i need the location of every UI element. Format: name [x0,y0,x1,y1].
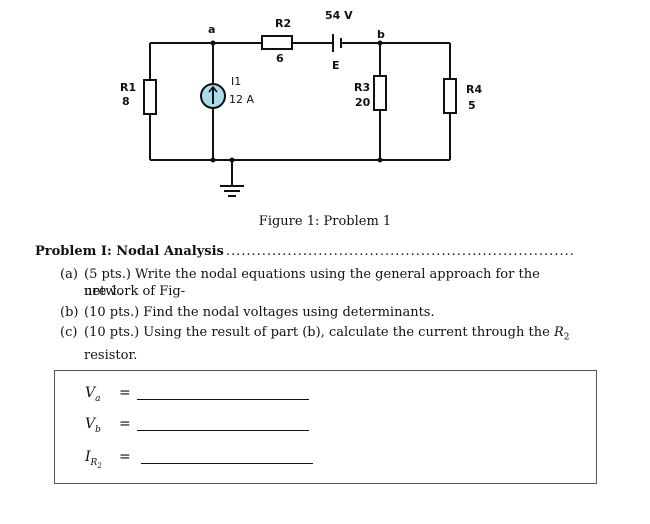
va-symbol: V [85,385,96,401]
answer-line-ir2[interactable] [141,463,313,464]
answer-var-ir2: IR2 [85,449,102,470]
part-c: (c) (10 pts.) Using the result of part (… [60,324,600,363]
resistor-r1 [143,79,157,115]
answer-var-vb: Vb [85,416,101,435]
node-ground-dot [229,157,235,163]
r3-name: R3 [354,81,370,94]
ir2-symbol: I [85,449,91,465]
circuit-diagram: a b R2 6 54 V E R1 8 I1 12 A R3 20 R4 5 [120,9,482,197]
part-a-text-2: ure 1. [84,284,123,299]
problem-heading: Problem I: Nodal Analysis [35,244,575,259]
part-b: (b) (10 pts.) Find the nodal voltages us… [60,304,590,321]
figure-caption: Figure 1: Problem 1 [258,214,392,229]
part-b-label: (b) [60,305,79,320]
answer-line-va[interactable] [137,399,309,400]
answer-eq-vb: = [119,416,131,432]
part-c-text: (10 pts.) Using the result of part (b), … [84,324,600,364]
r1-value: 8 [122,95,130,108]
r1-name: R1 [120,81,136,94]
node-a-dot [210,40,216,46]
resistor-r3 [373,75,387,111]
r3-value: 20 [355,96,371,109]
part-c-label: (c) [60,325,78,340]
e-value: 54 V [325,9,353,22]
node-bottom-dot-2 [377,157,383,163]
resistor-r2 [261,35,293,50]
node-bottom-dot-1 [210,157,216,163]
current-source-arrowhead-icon [208,85,218,93]
answer-eq-va: = [119,385,131,401]
node-b-label: b [377,28,385,41]
answer-box: Va = Vb = IR2 = [54,370,597,484]
part-c-symbol: R [553,325,564,340]
part-c-symbol-sub: 2 [563,332,570,343]
r4-name: R4 [466,83,482,96]
part-a-label: (a) [60,267,78,282]
problem-title: Problem I: Nodal Analysis [35,244,224,259]
part-c-text-main: (10 pts.) Using the result of part (b), … [84,325,550,340]
ir2-subsub: 2 [97,461,102,470]
answer-var-va: Va [85,385,101,404]
resistor-r4 [443,78,457,114]
part-a: (a) (5 pts.) Write the nodal equations u… [60,266,590,300]
r2-value: 6 [276,52,284,65]
vb-symbol: V [85,416,96,432]
ir2-sub: R [90,457,98,468]
answer-eq-ir2: = [119,449,131,465]
vb-sub: b [95,424,101,435]
part-c-text-tail: resistor. [84,347,138,363]
r4-value: 5 [468,99,476,112]
i1-name: I1 [231,75,241,88]
part-b-text: (10 pts.) Find the nodal voltages using … [84,305,435,320]
r2-name: R2 [275,17,291,30]
node-a-label: a [208,23,215,36]
i1-value: 12 A [229,93,254,106]
answer-line-vb[interactable] [137,430,309,431]
leader-dots [226,244,575,259]
e-name: E [332,59,340,72]
part-a-text-1: (5 pts.) Write the nodal equations using… [84,267,540,299]
node-b-dot [377,40,383,46]
va-sub: a [95,393,101,404]
